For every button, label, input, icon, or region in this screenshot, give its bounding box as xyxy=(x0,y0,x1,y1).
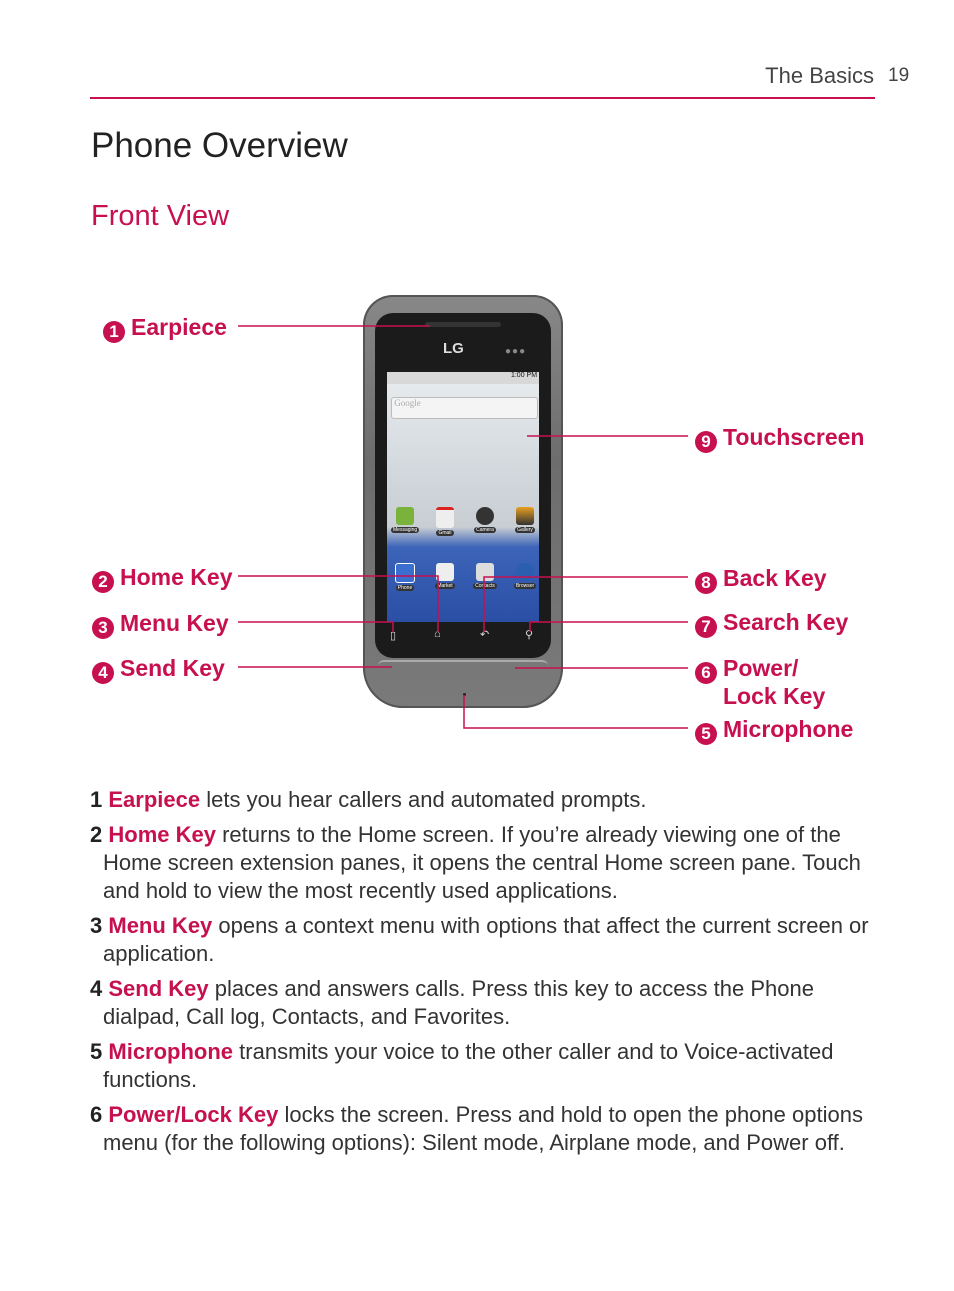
description-menu-key: 3 Menu Key opens a context menu with opt… xyxy=(90,913,869,966)
app-camera: Camera xyxy=(471,507,499,536)
line-microphone xyxy=(463,695,688,729)
send-power-keys xyxy=(378,660,548,672)
app-market: Market xyxy=(431,563,459,591)
line-search xyxy=(529,621,688,632)
descriptions: 1 Earpiece lets you hear callers and aut… xyxy=(90,786,890,1164)
app-phone: Phone xyxy=(391,563,419,591)
header-rule xyxy=(90,97,875,99)
description-home-key: 2 Home Key returns to the Home screen. I… xyxy=(90,822,861,903)
description-earpiece: 1 Earpiece lets you hear callers and aut… xyxy=(90,787,647,812)
app-gmail: Gmail xyxy=(431,507,459,536)
page-title: Phone Overview xyxy=(91,126,348,165)
section-subtitle: Front View xyxy=(91,200,230,232)
app-gallery: Gallery xyxy=(511,507,539,536)
app-row-1: Messaging Gmail Camera Gallery xyxy=(391,507,539,536)
search-placeholder: Google xyxy=(394,398,421,408)
description-send-key: 4 Send Key places and answers calls. Pre… xyxy=(90,976,814,1029)
microphone-hole xyxy=(463,693,466,696)
description-microphone: 5 Microphone transmits your voice to the… xyxy=(90,1039,834,1092)
earpiece-grille xyxy=(425,322,501,327)
line-home xyxy=(238,575,439,632)
app-messaging: Messaging xyxy=(391,507,420,536)
callout-lines xyxy=(238,325,688,729)
line-back xyxy=(483,576,688,632)
back-key-icon: ↶ xyxy=(480,629,490,641)
section-header: The Basics xyxy=(765,63,874,88)
sensor-dots: ●●● xyxy=(505,346,527,357)
status-bar: 1:00 PM xyxy=(387,372,539,384)
status-time: 1:00 PM xyxy=(510,372,538,379)
line-menu xyxy=(238,621,394,632)
lg-logo: LG xyxy=(443,340,464,357)
home-key-icon: ⌂ xyxy=(434,628,441,640)
description-power-lock-key: 6 Power/Lock Key locks the screen. Press… xyxy=(90,1102,863,1155)
search-key-icon: ⚲ xyxy=(525,629,534,641)
google-search-widget: Google xyxy=(391,397,538,419)
menu-key-icon: ▯ xyxy=(390,630,397,642)
page-number: 19 xyxy=(888,65,910,86)
